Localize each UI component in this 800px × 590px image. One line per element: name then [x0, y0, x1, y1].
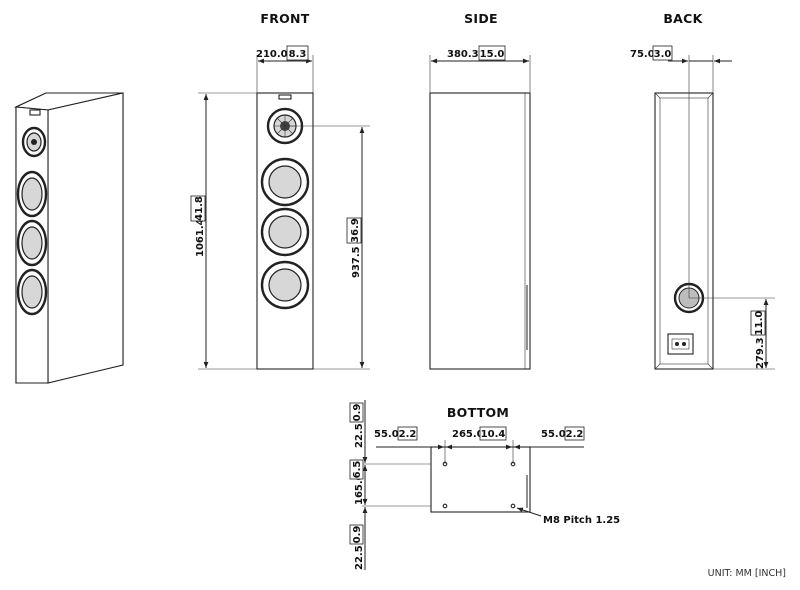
- thread-callout: M8 Pitch 1.25: [543, 515, 620, 526]
- port-height-mm: 279.3: [755, 337, 766, 369]
- unit-note: UNIT: MM [INCH]: [708, 568, 786, 579]
- side-view: 380.3 15.0: [429, 45, 531, 370]
- bottom-right-mm: 55.0: [541, 429, 566, 440]
- side-depth-inch: 15.0: [480, 49, 505, 60]
- bottom-left-mm: 55.0: [374, 429, 399, 440]
- front-height-mm: 1061.4: [195, 218, 206, 257]
- front-view-title: FRONT: [260, 11, 309, 26]
- back-view-title: BACK: [663, 11, 703, 26]
- bottom-center-mm: 265.0: [452, 429, 484, 440]
- front-width-mm: 210.0: [256, 49, 288, 60]
- tweeter-height-inch: 36.9: [350, 218, 361, 243]
- bottom-top-margin-inch: 0.9: [352, 404, 363, 422]
- bottom-center-inch: 10.4: [481, 429, 506, 440]
- front-width-inch: 8.3: [289, 49, 307, 60]
- side-depth-mm: 380.3: [447, 49, 479, 60]
- perspective-view: [13, 92, 124, 384]
- front-view: 210.0 8.3 1061.4 41.8 937.5 36.9: [190, 45, 370, 370]
- back-offset-inch: 3.0: [654, 49, 672, 60]
- front-height-inch: 41.8: [194, 196, 205, 221]
- bottom-right-inch: 2.2: [566, 429, 584, 440]
- bottom-left-inch: 2.2: [399, 429, 417, 440]
- back-view: 75.0 3.0 279.3 11.0: [630, 45, 775, 370]
- bottom-bottom-margin-inch: 0.9: [352, 526, 363, 544]
- bottom-top-margin-mm: 22.5: [354, 423, 365, 448]
- bottom-view-title: BOTTOM: [447, 405, 509, 420]
- bottom-span-mm: 165.0: [354, 473, 365, 505]
- bottom-span-inch: 6.5: [352, 461, 363, 479]
- back-offset-mm: 75.0: [630, 49, 655, 60]
- tweeter-height-mm: 937.5: [351, 246, 362, 278]
- port-height-inch: 11.0: [754, 311, 765, 336]
- side-view-title: SIDE: [464, 11, 498, 26]
- bottom-view: 55.0 2.2 265.0 10.4 55.0 2.2 22.5 0.9 16…: [349, 400, 620, 570]
- bottom-bottom-margin-mm: 22.5: [354, 545, 365, 570]
